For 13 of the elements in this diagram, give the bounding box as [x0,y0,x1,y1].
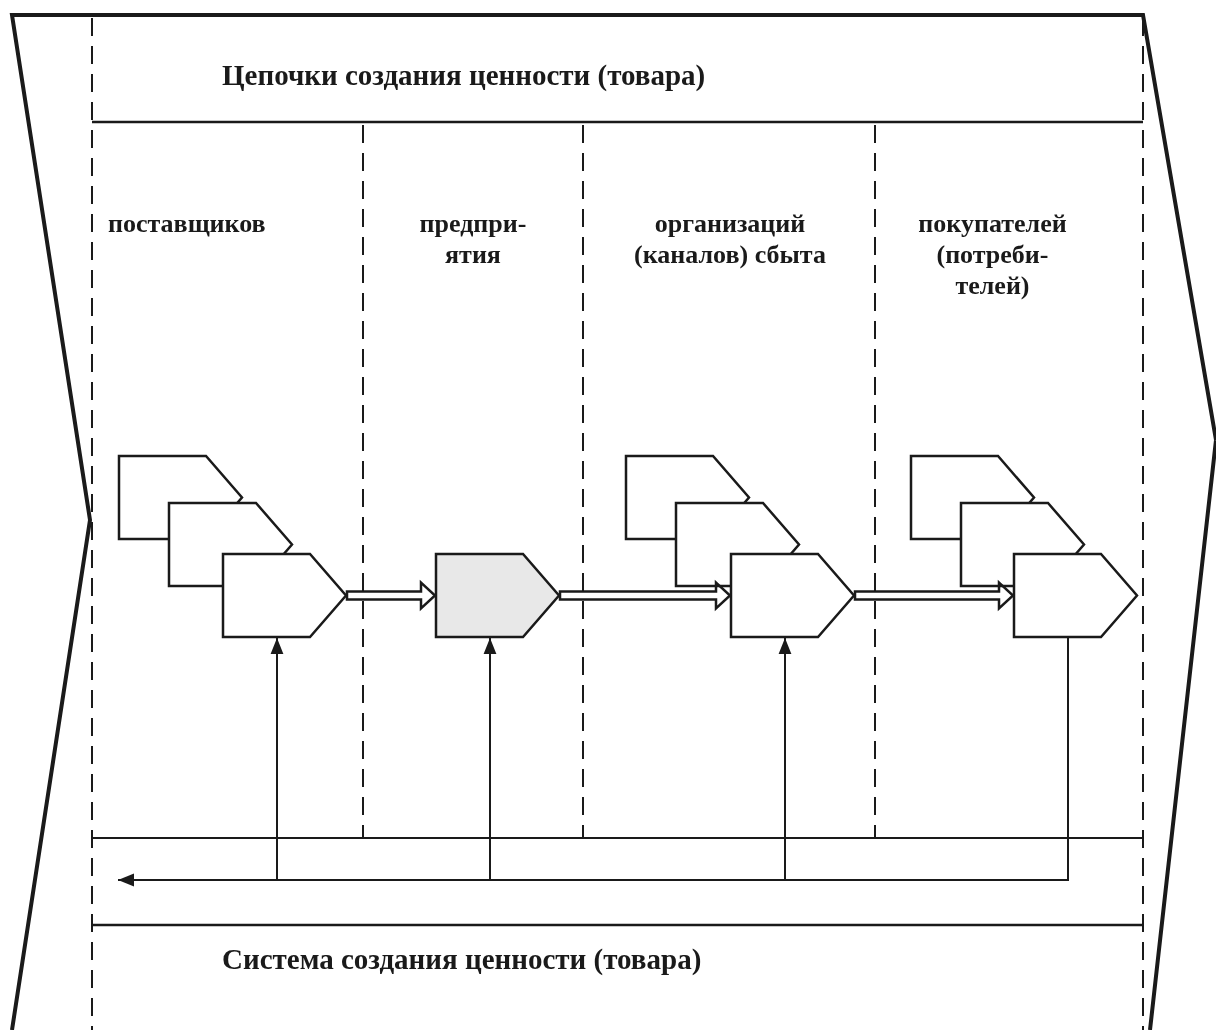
hollow-arrow [345,579,437,612]
column-heading: предпри- ятия [418,208,528,271]
system-caption: Система создания ценности (товара) [222,942,703,977]
chevron-block [435,553,560,638]
band-heading: Цепочки создания ценности (товара) [222,58,707,93]
hollow-arrow [558,579,732,612]
chevron-block [730,553,855,638]
column-heading: покупателей (потреби- телей) [917,208,1068,302]
hollow-arrow [853,579,1015,612]
column-heading: поставщиков [108,208,267,240]
chevron-block [222,553,347,638]
chevron-block [1013,553,1138,638]
column-heading: организаций (каналов) сбыта [633,208,827,271]
